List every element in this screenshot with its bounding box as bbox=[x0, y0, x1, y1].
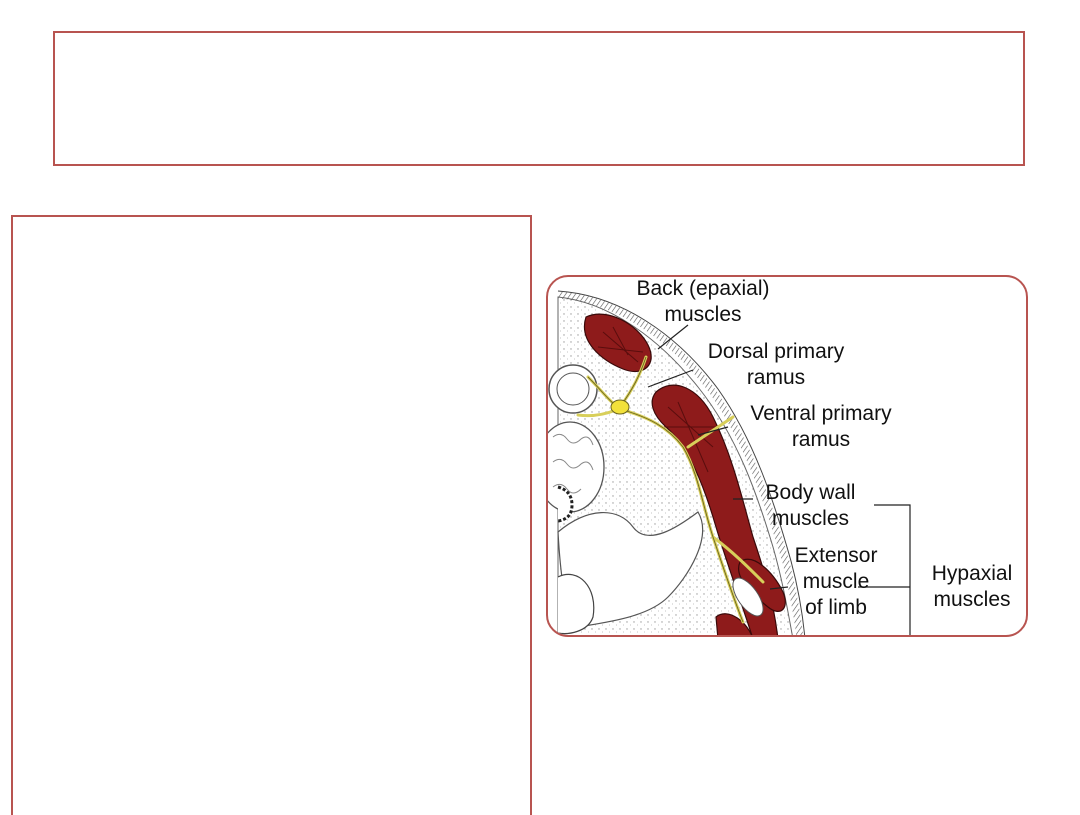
label-dorsal-line2: ramus bbox=[746, 366, 806, 389]
label-dorsal-line1: Dorsal primary bbox=[707, 340, 845, 363]
label-extensor-muscle: Extensor muscle of limb bbox=[786, 543, 886, 621]
label-back-line2: muscles bbox=[664, 303, 742, 326]
label-back-line1: Back (epaxial) bbox=[636, 277, 770, 300]
label-back-muscles: Back (epaxial) muscles bbox=[618, 277, 788, 328]
label-extensor-line2: muscle bbox=[802, 570, 870, 593]
label-ventral-line2: ramus bbox=[791, 428, 851, 451]
label-ventral-ramus: Ventral primary ramus bbox=[726, 401, 916, 453]
label-ventral-line1: Ventral primary bbox=[750, 402, 892, 425]
label-hypaxial-muscles: Hypaxial muscles bbox=[920, 561, 1024, 613]
leader-lines bbox=[647, 324, 911, 635]
label-extensor-line3: of limb bbox=[805, 596, 867, 619]
label-hypaxial-line2: muscles bbox=[933, 588, 1011, 611]
label-bodywall-line1: Body wall bbox=[765, 481, 856, 504]
label-hypaxial-line1: Hypaxial bbox=[931, 562, 1013, 585]
anatomy-illustration bbox=[548, 290, 911, 635]
slide-title-box bbox=[53, 31, 1025, 166]
label-bodywall-line2: muscles bbox=[771, 507, 850, 530]
slide-content-box bbox=[11, 215, 532, 815]
label-extensor-line1: Extensor bbox=[794, 544, 878, 567]
label-body-wall-muscles: Body wall muscles bbox=[753, 480, 868, 532]
label-dorsal-ramus: Dorsal primary ramus bbox=[686, 339, 866, 391]
skin-layer bbox=[557, 291, 804, 635]
anatomy-figure: Back (epaxial) muscles Dorsal primary ra… bbox=[546, 275, 1028, 637]
epaxial-muscle bbox=[583, 313, 652, 373]
ganglion bbox=[610, 399, 630, 415]
